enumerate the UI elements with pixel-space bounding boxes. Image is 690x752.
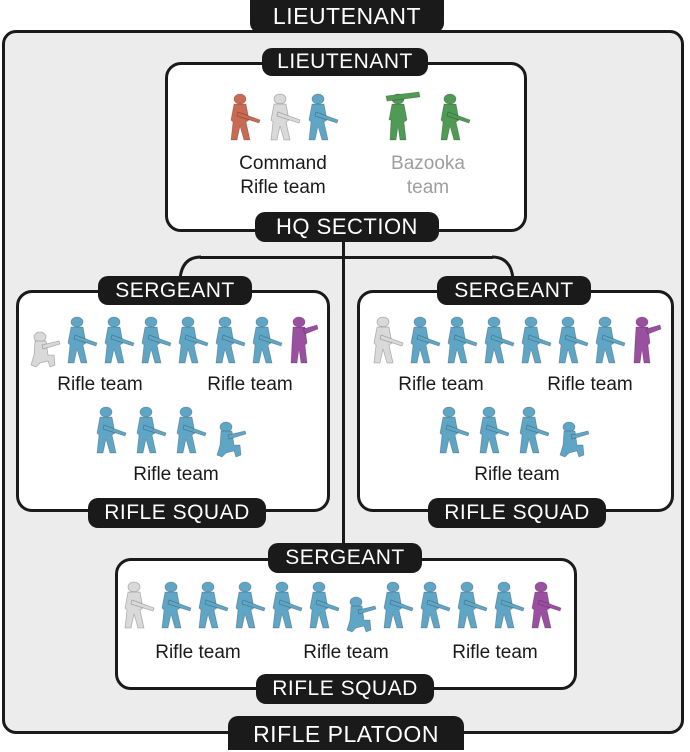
squad-right-team-1-label: Rifle team [398,374,484,395]
soldier-figure [420,581,451,629]
soldier-figure [30,331,61,368]
soldier-figure [439,406,470,454]
soldier-figure [198,581,229,629]
soldier-figure [178,316,209,364]
sergeant-figure [531,581,562,629]
command-rifle-team-label-2: Rifle team [240,177,326,198]
soldier-figure [595,316,626,364]
hq-section-box [165,62,527,232]
soldier-figure [559,421,590,458]
soldier-figure [67,316,98,364]
platoon-lieutenant-title: LIEUTENANT [250,0,444,33]
soldier-figure [270,93,301,141]
soldier-figure [136,406,167,454]
platoon-title: RIFLE PLATOON [228,716,464,750]
sergeant-figure [290,316,319,364]
soldier-figure [558,316,589,364]
squad-right-sergeant-header: SERGEANT [437,276,591,305]
bazooka-team-label-2: team [406,177,450,198]
sergeant-figure [633,316,662,364]
soldier-figure [447,316,478,364]
soldier-figure [161,581,192,629]
squad-right-footer: RIFLE SQUAD [428,498,606,528]
soldier-figure [373,316,404,364]
soldier-figure [252,316,283,364]
squad-right-team-2-label: Rifle team [547,374,633,395]
soldier-figure [457,581,488,629]
soldier-figure [96,406,127,454]
hq-lieutenant-header: LIEUTENANT [262,48,428,76]
bazooka-soldier-figure [385,91,421,141]
squad-bottom-footer: RIFLE SQUAD [256,674,434,704]
soldier-figure [309,581,340,629]
soldier-figure [484,316,515,364]
squad-bottom-sergeant-header: SERGEANT [268,543,422,573]
connector-left-curve [178,255,202,280]
squad-left-sergeant-header: SERGEANT [98,276,252,305]
soldier-figure [215,316,246,364]
squad-right-team-3-label: Rifle team [474,464,560,485]
command-rifle-team-label-1: Command [239,153,327,174]
soldier-figure [124,581,155,629]
squad-bottom-team-3-label: Rifle team [452,642,538,663]
bazooka-team-label-1: Bazooka [391,153,465,174]
soldier-figure [521,316,552,364]
soldier-figure [494,581,525,629]
soldier-figure [383,581,414,629]
soldier-figure [104,316,135,364]
soldier-figure [141,316,172,364]
hq-section-footer: HQ SECTION [255,212,439,242]
squad-left-team-2-label: Rifle team [207,374,293,395]
soldier-figure [308,93,339,141]
soldier-figure [272,581,303,629]
soldier-figure [176,406,207,454]
soldier-figure [216,421,247,458]
soldier-figure [235,581,266,629]
bazooka-soldier-figure [440,93,471,141]
connector-vertical [342,238,345,550]
officer-figure [230,93,261,141]
connector-left-horizontal [200,256,343,259]
squad-bottom-team-1-label: Rifle team [155,642,241,663]
squad-bottom-team-2-label: Rifle team [303,642,389,663]
soldier-figure [346,596,377,633]
soldier-figure [479,406,510,454]
squad-left-footer: RIFLE SQUAD [88,498,266,528]
connector-right-curve [491,255,515,280]
connector-right-horizontal [343,256,493,259]
soldier-figure [410,316,441,364]
squad-left-team-1-label: Rifle team [57,374,143,395]
squad-left-team-3-label: Rifle team [133,464,219,485]
soldier-figure [519,406,550,454]
